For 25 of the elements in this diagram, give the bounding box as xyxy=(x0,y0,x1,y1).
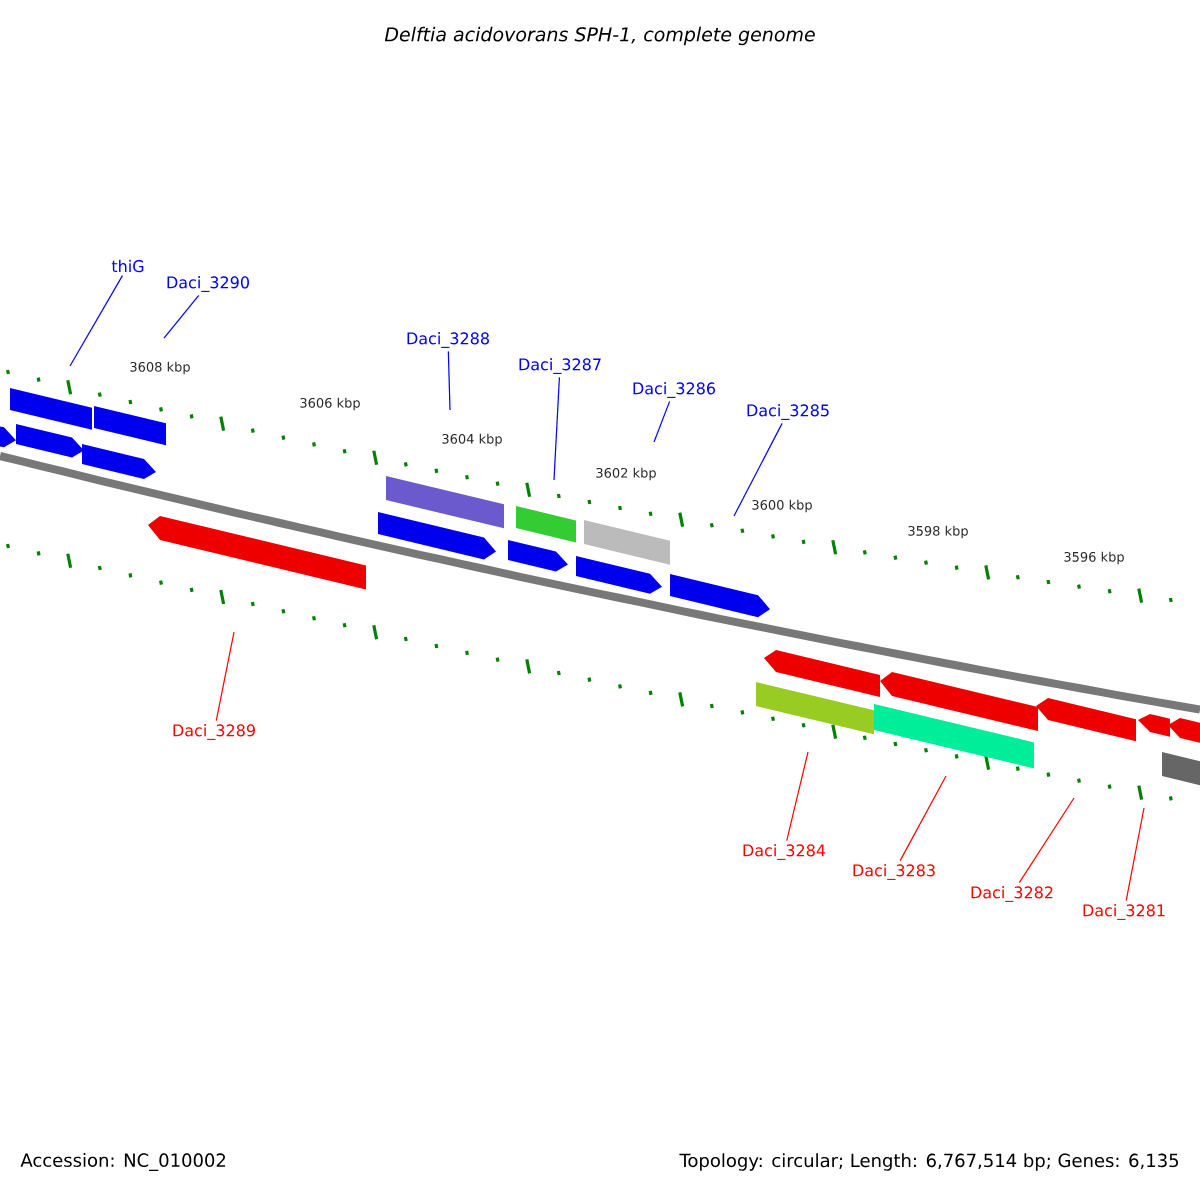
leader-line xyxy=(163,294,200,339)
gene-label: Daci_3290 xyxy=(167,276,249,292)
gene-label: Daci_3285 xyxy=(747,404,829,420)
leader-line xyxy=(899,775,947,862)
leader-line xyxy=(1018,797,1075,884)
leader-line xyxy=(733,422,783,517)
gene-label: Daci_3283 xyxy=(853,864,935,880)
gene-label: Daci_3287 xyxy=(519,358,601,374)
leader-line xyxy=(1125,807,1145,902)
genome-info-text: Topology: circular; Length: 6,767,514 bp; Genes: 6,135 xyxy=(679,1153,1179,1171)
gene-label: Daci_3284 xyxy=(743,844,826,860)
title: Delftia acidovorans SPH-1, complete genome xyxy=(384,26,815,46)
leader-line xyxy=(215,631,235,722)
gene-label: thiG xyxy=(111,259,144,273)
gene-label: Daci_3286 xyxy=(633,382,716,398)
leader-line xyxy=(653,400,671,443)
gene-label: Daci_3282 xyxy=(971,886,1053,902)
leader-line xyxy=(786,751,809,842)
leader-line xyxy=(447,350,451,411)
accession-text: Accession: NC_010002 xyxy=(20,1153,226,1171)
gene-label: Daci_3281 xyxy=(1083,904,1165,920)
gene-label: Daci_3288 xyxy=(407,332,489,348)
leader-line xyxy=(553,376,560,481)
gene-label: Daci_3289 xyxy=(173,724,255,740)
leader-line xyxy=(69,275,124,367)
